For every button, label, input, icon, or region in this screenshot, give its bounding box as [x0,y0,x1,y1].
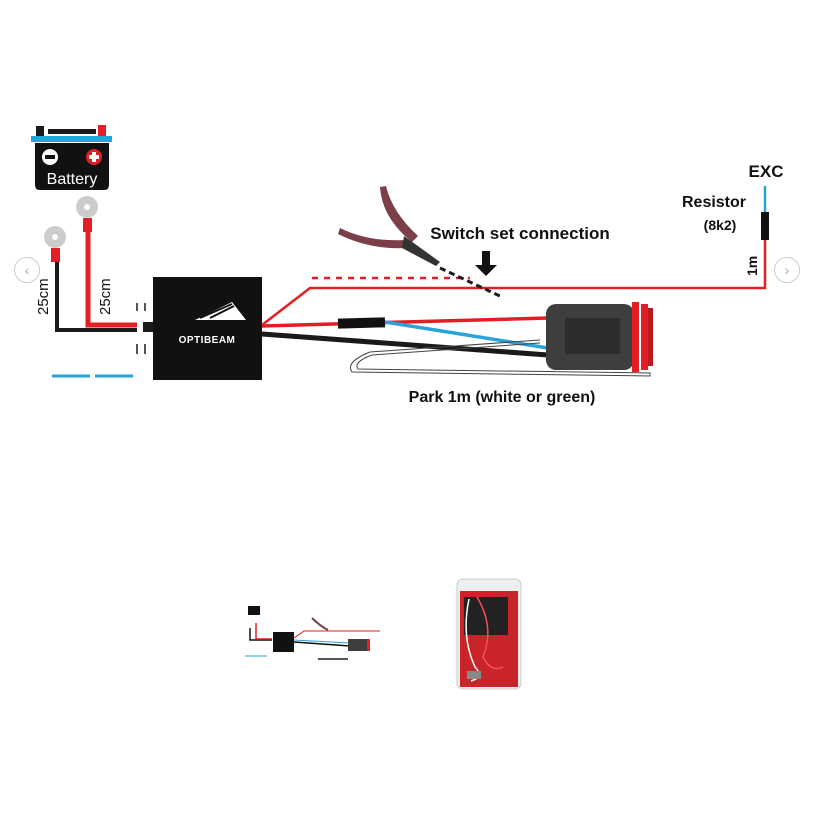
next-image-button[interactable]: › [774,257,800,283]
switch-label: Switch set connection [430,224,609,243]
optibeam-module: OPTIBEAM [153,277,262,380]
thumbnail-packaged-kit[interactable] [455,577,523,691]
battery-icon: Battery [31,125,112,190]
resistor-label: Resistor [682,194,746,211]
arrow-down-icon [475,251,497,276]
exc-label: EXC [749,162,784,181]
park-label: Park 1m (white or green) [409,389,596,406]
battery-label: Battery [47,171,98,188]
length-label-1m: 1m [744,256,760,276]
wire-cutter-icon [338,186,440,266]
chevron-right-icon: › [784,262,790,278]
thumbnail-wiring-diagram[interactable] [240,598,380,668]
brand-logo: OPTIBEAM [179,335,236,346]
length-label-black: 25cm [35,278,52,315]
chevron-left-icon: ‹ [24,262,30,278]
connector-plug [546,302,653,372]
length-label-red: 25cm [97,278,114,315]
previous-image-button[interactable]: ‹ [14,257,40,283]
resistor-value: (8k2) [704,217,737,233]
